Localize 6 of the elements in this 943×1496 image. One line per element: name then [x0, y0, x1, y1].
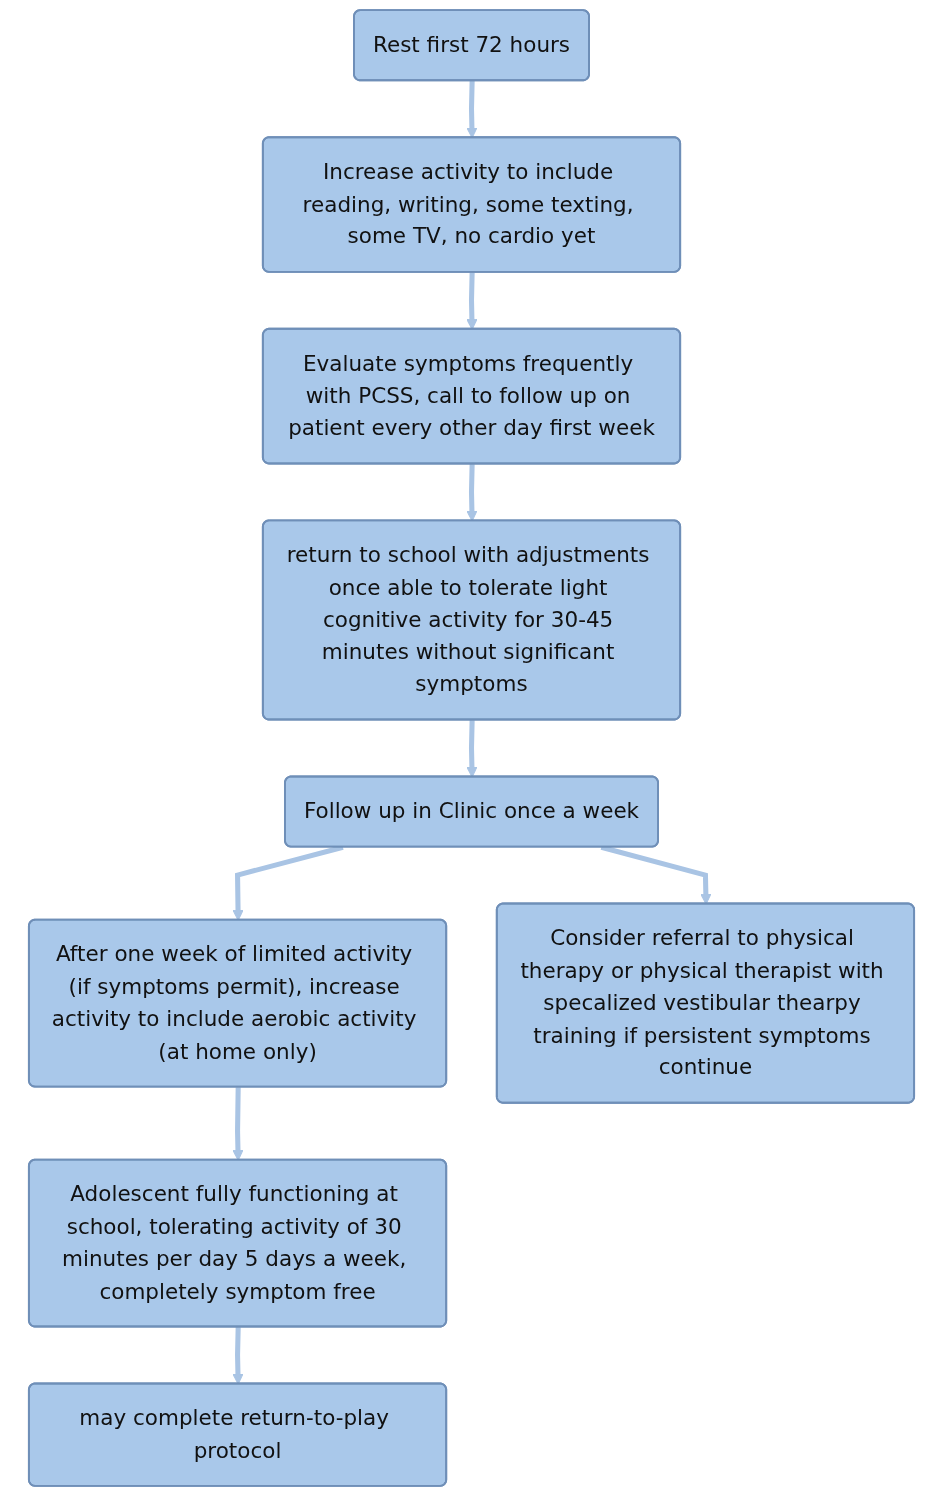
arrow	[466, 720, 478, 778]
arrow	[466, 464, 478, 522]
arrow	[232, 1327, 244, 1385]
arrow	[466, 272, 478, 330]
arrow	[232, 1087, 244, 1161]
arrow	[466, 80, 478, 139]
